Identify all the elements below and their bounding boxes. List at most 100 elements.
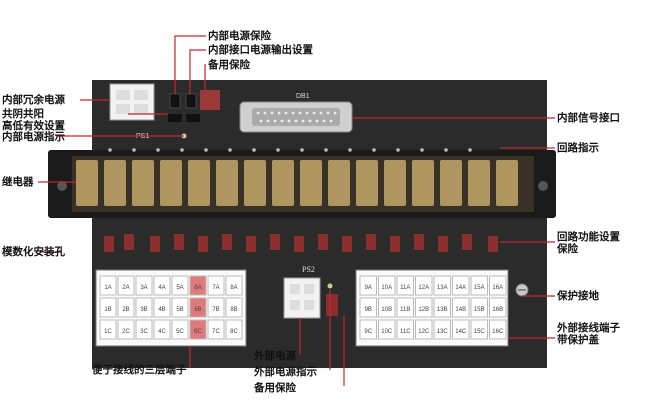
terminal-cell-label: 15B xyxy=(474,307,485,313)
terminal-cell xyxy=(470,297,488,318)
terminal-cell xyxy=(171,297,189,318)
terminal-cell-label: 11C xyxy=(400,329,411,335)
loop-indicator-leds xyxy=(108,148,472,152)
terminal-cell-label: 10B xyxy=(381,307,392,313)
mounting-hole-left xyxy=(57,181,67,191)
terminal-cell-label: 11B xyxy=(400,307,410,313)
terminal-cell xyxy=(470,319,488,340)
terminal-cell xyxy=(396,319,414,340)
callout-common-cathode-anode: 共阴共阳 高低有效设置 xyxy=(2,108,65,132)
terminal-cell-label: 8C xyxy=(230,329,238,335)
callout-loop-indicator: 回路指示 xyxy=(557,142,599,154)
terminal-cell xyxy=(378,319,396,340)
terminal-cell xyxy=(396,275,414,296)
terminal-cell-label: 7A xyxy=(212,285,219,291)
terminal-cell xyxy=(189,319,207,340)
db1-label: DB1 xyxy=(296,93,310,100)
terminal-cell xyxy=(207,275,225,296)
terminal-cell-label: 6A xyxy=(194,285,201,291)
callout-loop-function-line1: 回路功能设置 xyxy=(557,231,620,243)
terminal-cell xyxy=(415,275,433,296)
terminal-cell xyxy=(135,297,153,318)
spare-fuse-top-part xyxy=(200,90,220,110)
terminal-cell xyxy=(225,297,243,318)
terminal-cell-label: 6B xyxy=(194,307,201,313)
terminal-cell xyxy=(433,319,451,340)
terminal-cell xyxy=(171,319,189,340)
terminal-cell xyxy=(359,275,377,296)
terminal-cell-label: 14B xyxy=(455,307,466,313)
terminal-cell xyxy=(153,319,171,340)
terminal-cell-label: 6C xyxy=(194,329,202,335)
terminal-cell xyxy=(135,319,153,340)
callout-loop-function: 回路功能设置 保险 xyxy=(557,231,620,255)
terminal-cell-label: 12C xyxy=(418,329,430,335)
terminal-cell-label: 13B xyxy=(437,307,448,313)
terminal-cell xyxy=(489,297,507,318)
terminal-cell-label: 4B xyxy=(158,307,165,313)
callout-common-cathode-anode-line2: 高低有效设置 xyxy=(2,120,65,132)
callout-protective-ground: 保护接地 xyxy=(557,290,599,302)
terminal-cell xyxy=(99,275,117,296)
terminal-cell-label: 2C xyxy=(122,329,130,335)
terminal-cell xyxy=(135,275,153,296)
terminal-cell xyxy=(99,319,117,340)
terminal-cell xyxy=(117,319,135,340)
terminal-cell xyxy=(189,275,207,296)
callout-three-layer-terminal: 便于接线的三层端子 xyxy=(92,364,187,376)
terminal-cell-label: 1B xyxy=(104,307,111,313)
terminal-cell-label: 10C xyxy=(381,329,393,335)
terminal-cell-label: 4C xyxy=(158,329,166,335)
callout-external-terminal: 外部接线端子 带保护盖 xyxy=(557,322,620,346)
callout-spare-fuse-bottom: 备用保险 xyxy=(254,382,296,394)
terminal-cell-label: 2B xyxy=(122,307,129,313)
terminal-cell xyxy=(452,275,470,296)
mounting-hole-right xyxy=(538,181,548,191)
terminal-cell xyxy=(433,297,451,318)
terminal-cell-label: 14A xyxy=(455,285,466,291)
callout-internal-power-fuse: 内部电源保险 xyxy=(208,30,271,42)
terminal-cell-label: 14C xyxy=(455,329,467,335)
terminal-cell xyxy=(452,297,470,318)
terminal-cell xyxy=(225,275,243,296)
terminal-cell-label: 3C xyxy=(140,329,148,335)
terminal-cell xyxy=(415,319,433,340)
terminal-cell xyxy=(415,297,433,318)
terminal-cell xyxy=(207,319,225,340)
external-power-fuse xyxy=(326,294,338,316)
db25-pins xyxy=(256,111,337,123)
terminal-cell xyxy=(378,297,396,318)
external-power-led xyxy=(327,283,333,289)
callout-internal-signal-port: 内部信号接口 xyxy=(557,112,620,124)
terminal-cell-label: 5A xyxy=(176,285,183,291)
callout-external-terminal-line1: 外部接线端子 xyxy=(557,322,620,334)
terminal-cell xyxy=(359,297,377,318)
callout-internal-port-power-output: 内部接口电源输出设置 xyxy=(208,44,313,56)
terminal-cell-label: 7B xyxy=(212,307,219,313)
terminal-cell xyxy=(225,319,243,340)
callout-relay: 继电器 xyxy=(2,176,34,188)
terminal-cell-label: 9A xyxy=(365,285,372,291)
terminal-cell-label: 1C xyxy=(104,329,112,335)
terminal-cell xyxy=(207,297,225,318)
internal-power-fuse-jumper xyxy=(169,93,181,109)
terminal-cell-label: 7C xyxy=(212,329,220,335)
terminal-cell xyxy=(99,297,117,318)
terminal-cell-label: 16B xyxy=(492,307,503,313)
terminal-cell-label: 9B xyxy=(365,307,372,313)
callout-modular-mounting-hole: 模数化安装孔 xyxy=(2,246,65,258)
callout-spare-fuse-top: 备用保险 xyxy=(208,59,250,71)
terminal-cell-label: 8A xyxy=(230,285,237,291)
ps2-label: PS2 xyxy=(302,265,315,274)
callout-lines xyxy=(38,35,555,386)
callout-loop-function-line2: 保险 xyxy=(557,243,578,255)
terminal-cell-label: 12B xyxy=(418,307,429,313)
terminal-cell xyxy=(171,275,189,296)
terminal-cell-label: 3B xyxy=(140,307,147,313)
terminal-cell-label: 13A xyxy=(437,285,448,291)
terminal-cell xyxy=(378,275,396,296)
callout-external-power-indicator: 外部电源指示 xyxy=(254,366,317,378)
loop-function-jumpers xyxy=(104,234,498,252)
